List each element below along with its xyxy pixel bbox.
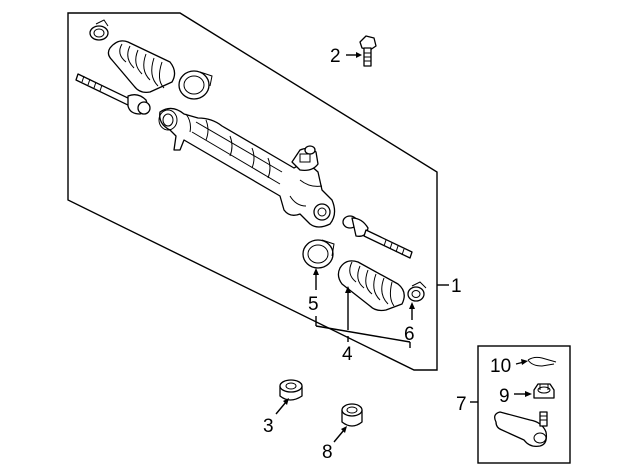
leader-lines <box>275 52 532 443</box>
callout-1: 1 <box>451 276 462 297</box>
boot-clamp-left <box>89 19 109 41</box>
callout-8: 8 <box>322 442 333 463</box>
boot-clamp-right <box>407 281 427 302</box>
cotter-pin <box>527 356 557 367</box>
mounting-bushing-3 <box>279 379 303 401</box>
rack-housing <box>158 107 336 228</box>
tie-rod-end-frame <box>477 345 571 464</box>
callout-4: 4 <box>342 344 353 365</box>
inner-tie-rod-right <box>342 215 413 259</box>
boot-clamp-ring-right <box>302 239 335 269</box>
castle-nut <box>533 383 555 399</box>
boot-clamp-ring-left <box>178 70 213 100</box>
inner-tie-rod-left <box>75 73 151 115</box>
steering-boot-left <box>107 40 176 94</box>
callout-2: 2 <box>330 46 341 67</box>
outer-tie-rod-end <box>494 411 548 448</box>
callout-10: 10 <box>490 356 511 377</box>
callout-3: 3 <box>263 416 274 437</box>
steering-boot-right <box>337 260 405 312</box>
assembly-frame <box>67 12 438 371</box>
callout-9: 9 <box>499 386 510 407</box>
callout-6: 6 <box>404 324 415 345</box>
mounting-bushing-8 <box>341 403 363 427</box>
callout-7: 7 <box>456 394 467 415</box>
callout-5: 5 <box>308 294 319 315</box>
mounting-bolt <box>359 35 377 67</box>
